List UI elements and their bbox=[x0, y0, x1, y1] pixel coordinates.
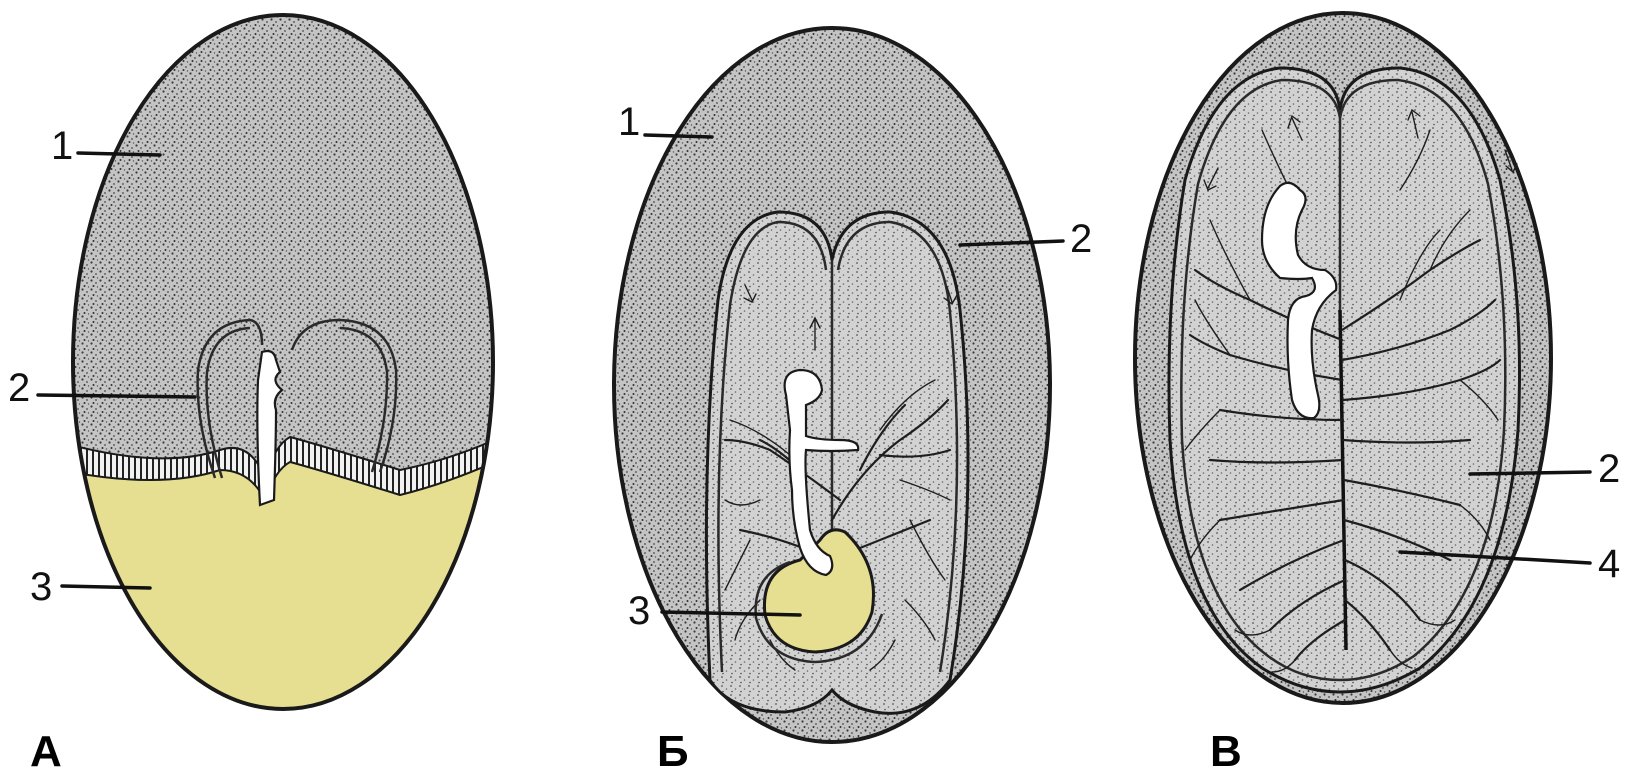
yolk-a bbox=[60, 450, 520, 720]
callout-b-2: 2 bbox=[1070, 217, 1092, 261]
panel-b: 1 2 3 Б bbox=[614, 28, 1092, 770]
panel-label-b: Б bbox=[657, 727, 689, 770]
callout-a-1: 1 bbox=[51, 124, 73, 168]
panel-label-a: А bbox=[30, 727, 62, 770]
callout-a-3: 3 bbox=[30, 565, 52, 609]
panel-a: 1 2 3 А bbox=[8, 0, 520, 770]
callout-b-3: 3 bbox=[628, 589, 650, 633]
panel-c: 2 4 В bbox=[1135, 13, 1620, 770]
panel-label-c: В bbox=[1210, 727, 1242, 770]
callout-c-4: 4 bbox=[1598, 542, 1620, 586]
callout-b-1: 1 bbox=[618, 100, 640, 144]
callout-a-2: 2 bbox=[8, 366, 30, 410]
callout-c-2: 2 bbox=[1598, 447, 1620, 491]
